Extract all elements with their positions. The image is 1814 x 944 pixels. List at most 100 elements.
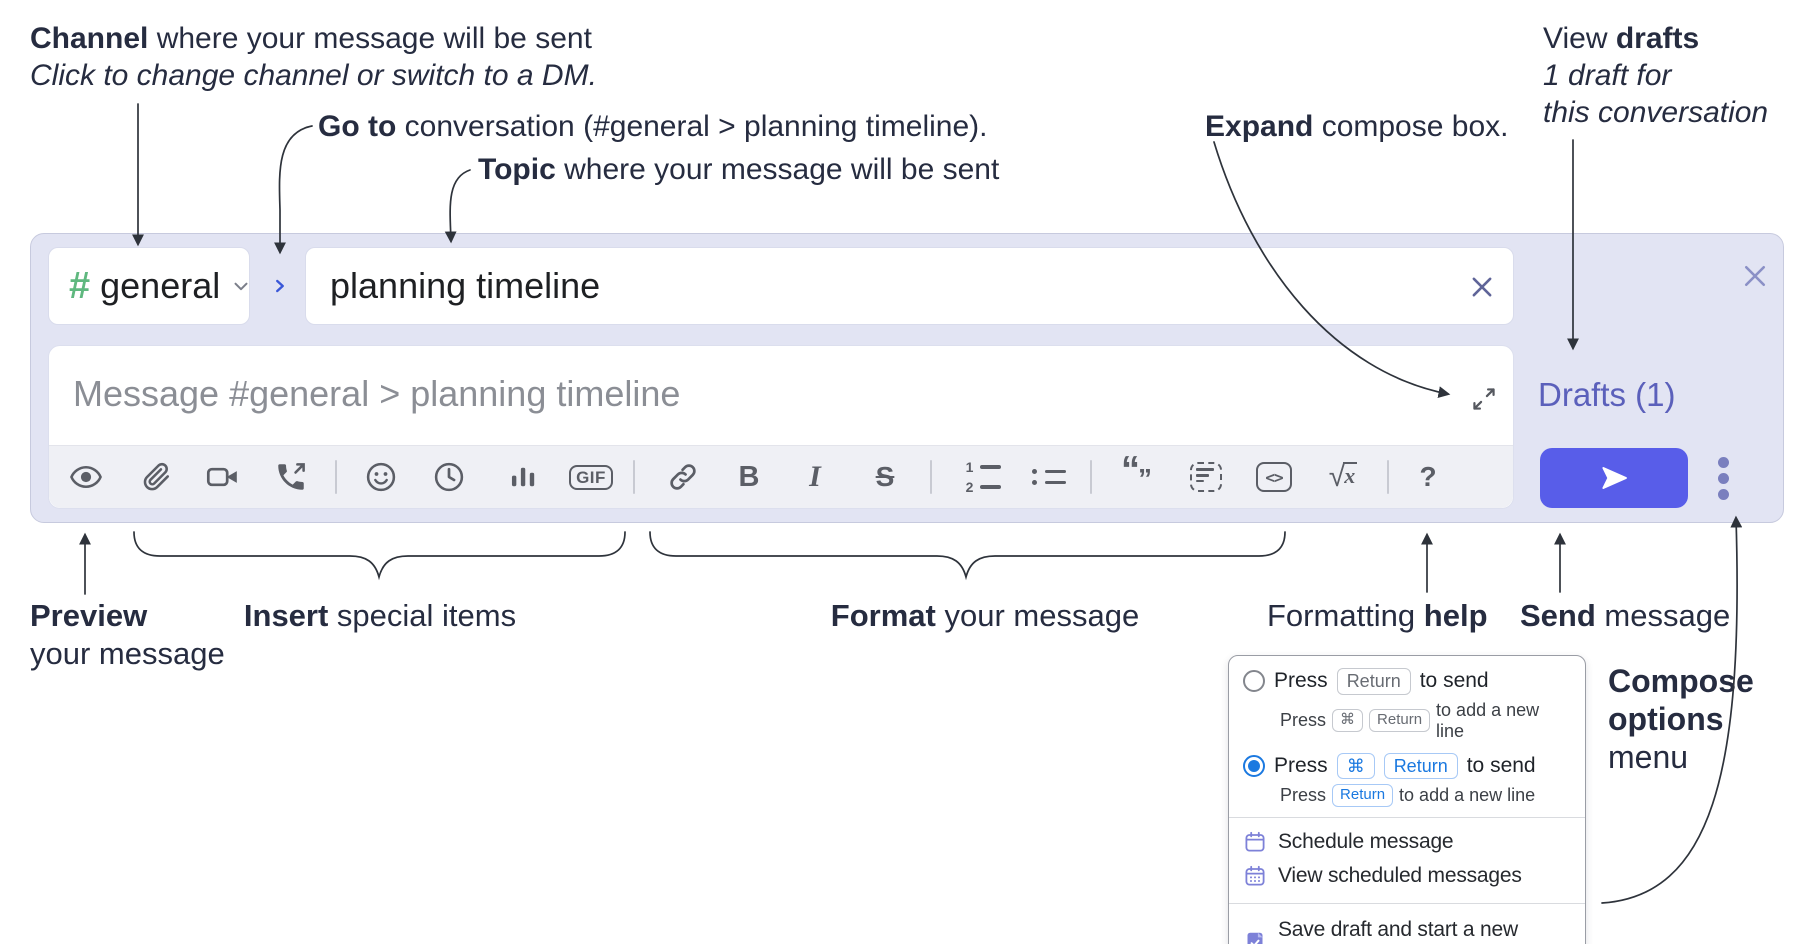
menu-option2-subtext: Press Return to add a new line xyxy=(1229,784,1585,807)
label-insert-rest: special items xyxy=(328,598,517,633)
emoji-icon[interactable] xyxy=(361,457,401,497)
menu-item-save-draft-label: Save draft and start a new message xyxy=(1278,917,1518,944)
label-format-rest: your message xyxy=(935,598,1140,633)
label-preview-bold: Preview xyxy=(30,598,148,633)
label-format: Format your message xyxy=(831,597,1139,635)
calendar-icon xyxy=(1243,830,1267,854)
menu-item-schedule-message[interactable]: Schedule message xyxy=(1229,825,1585,859)
toolbar-divider xyxy=(335,460,337,494)
video-icon[interactable] xyxy=(203,457,243,497)
ordered-list-icon[interactable]: 1 2 xyxy=(963,457,1003,497)
annotation-goto: Go to conversation (#general > planning … xyxy=(318,108,988,145)
annotation-view-drafts: View drafts 1 draft for this conversatio… xyxy=(1543,20,1768,131)
toolbar-divider xyxy=(1090,460,1092,494)
drafts-link[interactable]: Drafts (1) xyxy=(1538,376,1676,413)
annotation-channel-line1: Channel where your message will be sent xyxy=(30,20,597,57)
label-insert-bold: Insert xyxy=(243,598,329,633)
keycap-cmd: ⌘ xyxy=(1336,752,1375,779)
menu-opt2-pre: Press xyxy=(1274,753,1328,777)
label-compose-line1: Compose xyxy=(1608,663,1754,699)
menu-option-cmd-return-to-send[interactable]: Press ⌘ Return to send xyxy=(1229,752,1585,779)
label-format-bold: Format xyxy=(830,598,936,633)
menu-opt2-post: to send xyxy=(1466,753,1536,777)
strikethrough-icon[interactable]: S xyxy=(865,457,905,497)
menu-opt2-sub-post: to add a new line xyxy=(1399,784,1536,805)
menu-opt2-sub-pre: Press xyxy=(1280,784,1327,805)
annotation-drafts-line2: 1 draft for xyxy=(1543,59,1672,92)
clear-topic-button[interactable] xyxy=(1465,270,1499,304)
link-icon[interactable] xyxy=(663,457,703,497)
message-compose-area: GIF B I S 1 2 xyxy=(48,345,1514,509)
bold-icon[interactable]: B xyxy=(729,457,769,497)
label-compose-line3: menu xyxy=(1608,739,1689,775)
goto-conversation-button[interactable] xyxy=(259,265,301,307)
annotation-topic: Topic where your message will be sent xyxy=(478,151,999,188)
inline-code-icon[interactable]: <> xyxy=(1254,457,1294,497)
annotation-drafts-line3: this conversation xyxy=(1543,96,1769,129)
toolbar-divider xyxy=(633,460,635,494)
chevron-right-icon xyxy=(269,275,291,297)
annotation-channel: Channel where your message will be sent … xyxy=(30,20,597,94)
calendar-grid-icon xyxy=(1243,864,1267,888)
blockquote-icon[interactable]: “” xyxy=(1118,449,1158,497)
radio-selected-icon[interactable] xyxy=(1243,754,1265,777)
menu-item-view-scheduled[interactable]: View scheduled messages xyxy=(1229,859,1585,893)
clock-icon[interactable] xyxy=(429,457,469,497)
compose-options-kebab-icon[interactable] xyxy=(1710,455,1736,501)
annotation-drafts-line1: View drafts xyxy=(1543,20,1768,57)
menu-item-save-draft[interactable]: Save draft and start a new message xyxy=(1229,911,1585,944)
menu-opt1-post: to send xyxy=(1419,669,1489,693)
channel-selector-button[interactable]: # general xyxy=(48,247,250,325)
phone-call-icon[interactable] xyxy=(271,457,311,497)
annotation-goto-rest: conversation (#general > planning timeli… xyxy=(396,110,988,143)
menu-option1-subtext: Press ⌘ Return to add a new line xyxy=(1229,700,1585,742)
gif-icon[interactable]: GIF xyxy=(569,457,613,497)
callout-line-topic xyxy=(444,169,471,244)
annotation-topic-rest: where your message will be sent xyxy=(555,153,1000,186)
help-glyph: ? xyxy=(1419,461,1437,492)
formatting-help-icon[interactable]: ? xyxy=(1408,457,1448,497)
strike-glyph: S xyxy=(875,461,895,492)
label-preview-line2: your message xyxy=(30,636,225,671)
expand-compose-button[interactable] xyxy=(1467,382,1501,416)
label-fmt-help-pre: Formatting xyxy=(1267,598,1424,633)
toolbar-divider xyxy=(930,460,932,494)
menu-option-return-to-send[interactable]: Press Return to send xyxy=(1229,668,1585,695)
bulleted-list-icon[interactable] xyxy=(1028,457,1068,497)
code-block-glyph xyxy=(1190,462,1222,492)
message-input[interactable] xyxy=(49,346,1453,442)
annotation-channel-rest: where your message will be sent xyxy=(148,22,592,55)
label-insert: Insert special items xyxy=(244,597,516,635)
toolbar-divider xyxy=(1387,460,1389,494)
label-fmt-help-bold: help xyxy=(1423,598,1488,633)
callout-brace-insert xyxy=(133,531,626,581)
menu-divider xyxy=(1229,816,1585,818)
expand-diagonal-icon xyxy=(1470,385,1498,413)
menu-opt1-pre: Press xyxy=(1274,669,1328,693)
topic-input[interactable] xyxy=(306,265,1513,307)
formula-icon[interactable]: √x xyxy=(1323,457,1363,497)
blockquote-glyph: “” xyxy=(1121,449,1152,494)
bar-chart-icon[interactable] xyxy=(503,457,543,497)
formula-var-glyph: x xyxy=(1343,461,1358,488)
channel-name: general xyxy=(100,265,221,306)
annotation-goto-bold: Go to xyxy=(318,110,397,143)
annotation-channel-line2: Click to change channel or switch to a D… xyxy=(30,59,597,92)
keycap-return: Return xyxy=(1369,709,1431,732)
annotation-expand: Expand compose box. xyxy=(1205,108,1508,145)
preview-eye-icon[interactable] xyxy=(66,457,106,497)
radio-unselected-icon[interactable] xyxy=(1243,670,1265,693)
bold-glyph: B xyxy=(738,460,760,493)
channel-hash-icon: # xyxy=(69,264,91,307)
send-button[interactable] xyxy=(1540,448,1688,508)
close-icon xyxy=(1740,261,1770,291)
close-compose-button[interactable] xyxy=(1737,258,1773,294)
italic-icon[interactable]: I xyxy=(795,457,835,497)
inline-code-glyph: <> xyxy=(1256,462,1292,492)
send-paper-plane-icon xyxy=(1598,462,1630,494)
callout-brace-format xyxy=(649,531,1286,581)
attach-paperclip-icon[interactable] xyxy=(136,457,176,497)
code-block-icon[interactable] xyxy=(1186,457,1226,497)
annotation-expand-bold: Expand xyxy=(1205,110,1314,143)
keycap-cmd: ⌘ xyxy=(1332,709,1364,732)
